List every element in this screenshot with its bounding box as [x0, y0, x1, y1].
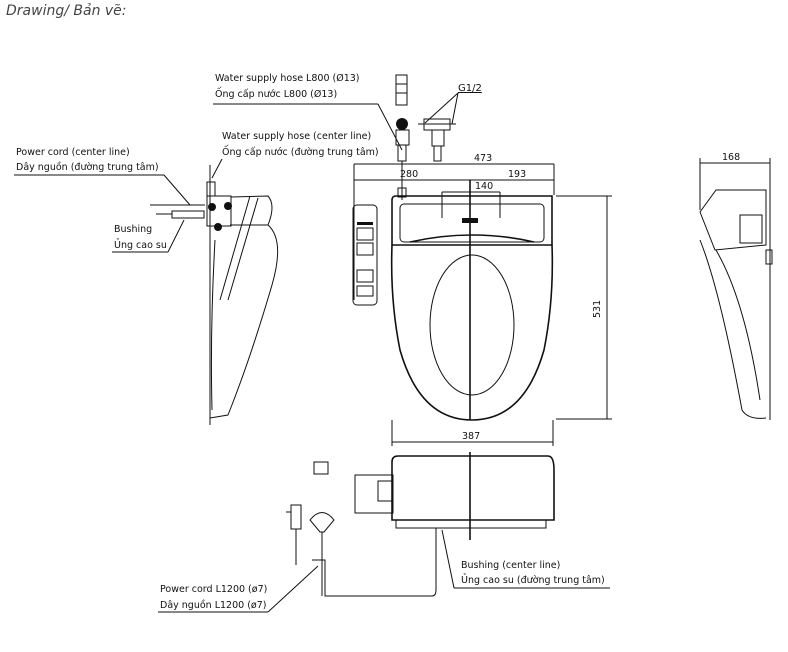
dim-left-offset: 280: [400, 169, 418, 180]
label-power-cord-length-en: Power cord L1200 (ø7): [160, 584, 267, 595]
label-power-cord-center-vi: Dây nguồn (đường trung tâm): [16, 162, 159, 173]
label-water-hose-center-en: Water supply hose (center line): [222, 131, 371, 142]
dim-total-width: 473: [474, 153, 492, 164]
top-view: 473 280 193 140 531 387: [352, 153, 612, 446]
dim-length: 531: [592, 300, 603, 318]
label-water-hose-vi: Ống cấp nước L800 (Ø13): [215, 87, 337, 100]
label-water-hose-en: Water supply hose L800 (Ø13): [215, 73, 360, 84]
dim-right-offset: 193: [508, 169, 526, 180]
label-bushing-center-vi: Ủng cao su (đường trung tâm): [461, 574, 605, 586]
bottom-view: [286, 452, 555, 597]
label-power-cord-center-en: Power cord (center line): [16, 147, 130, 158]
label-power-cord-length-vi: Dây nguồn L1200 (ø7): [160, 600, 266, 611]
label-bushing-center-en: Bushing (center line): [461, 560, 560, 571]
dim-hole-spacing: 140: [475, 181, 493, 192]
label-thread: G1/2: [458, 83, 482, 94]
drawing-heading: Drawing/ Bản vẽ:: [6, 3, 127, 19]
side-view-left: [150, 165, 279, 425]
dim-seat-width: 387: [462, 431, 480, 442]
label-water-hose-center-vi: Ống cấp nước (đường trung tâm): [222, 145, 379, 158]
dim-side-depth: 168: [722, 152, 740, 163]
label-bushing-vi: Ủng cao su: [114, 239, 167, 251]
water-fittings: [395, 74, 456, 200]
label-bushing-en: Bushing: [114, 224, 152, 235]
side-view-right: 168: [699, 152, 773, 420]
